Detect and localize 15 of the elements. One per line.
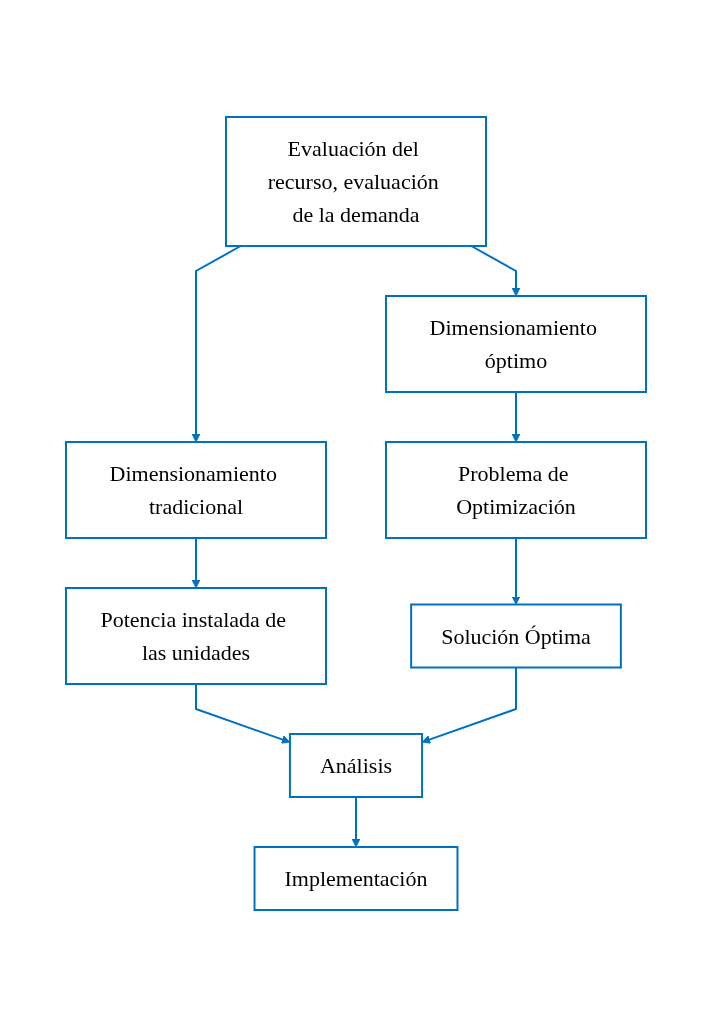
node-box: Análisis <box>288 733 423 798</box>
node-box: Problema de Optimización <box>384 441 647 539</box>
node-box: Implementación <box>253 846 458 911</box>
node-box: Solución Óptima <box>409 603 622 669</box>
arrow <box>511 537 520 605</box>
node-box: Dimensionamiento óptimo <box>384 295 647 393</box>
arrow <box>351 796 360 848</box>
arrow <box>191 245 242 443</box>
node-box: Potencia instalada de las unidades <box>64 587 327 685</box>
node-box: Dimensionamiento tradicional <box>64 441 327 539</box>
arrow <box>194 683 290 744</box>
arrow <box>511 391 520 443</box>
arrow <box>421 666 517 744</box>
node-box: Evaluación del recurso, evaluación de la demanda <box>224 116 487 247</box>
arrow <box>191 537 200 589</box>
